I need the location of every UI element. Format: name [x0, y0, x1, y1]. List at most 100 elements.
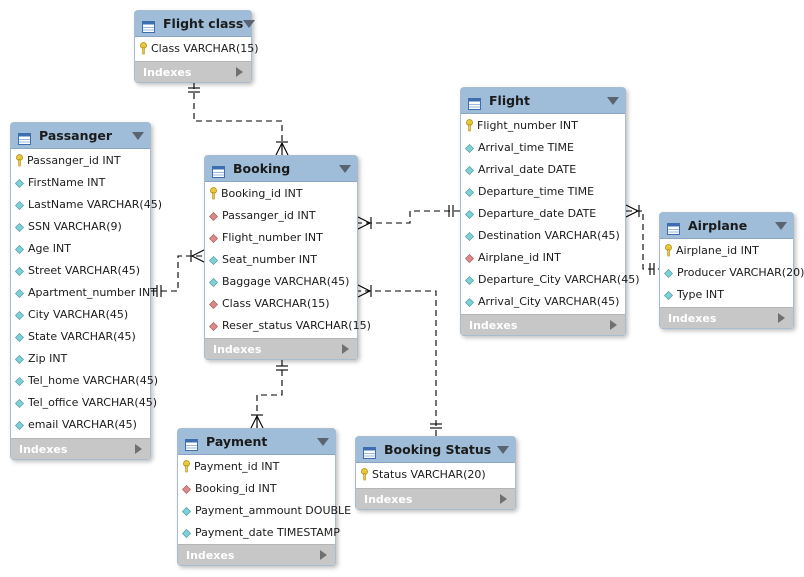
collapse-arrow-icon[interactable]	[497, 445, 509, 454]
collapse-arrow-icon[interactable]	[775, 221, 787, 230]
column-diamond-icon	[465, 165, 474, 175]
table-header[interactable]: Flight class	[135, 11, 256, 37]
indexes-bar[interactable]: Indexes	[660, 307, 793, 328]
primary-key-icon	[209, 186, 218, 200]
indexes-bar[interactable]: Indexes	[205, 338, 357, 359]
foreign-key-diamond-icon	[209, 211, 218, 221]
column-row[interactable]: Flight_number INT	[461, 114, 625, 136]
column-diamond-icon	[209, 277, 218, 287]
table-header[interactable]: Booking	[205, 156, 357, 182]
expand-arrow-icon[interactable]	[236, 67, 243, 77]
column-row[interactable]: Booking_id INT	[205, 182, 357, 204]
column-row[interactable]: SSN VARCHAR(9)	[11, 215, 150, 237]
column-label: Booking_id INT	[195, 481, 277, 495]
column-diamond-icon	[15, 310, 24, 320]
column-row[interactable]: Street VARCHAR(45)	[11, 259, 150, 281]
column-label: Flight_number INT	[477, 118, 578, 132]
column-row[interactable]: Departure_time TIME	[461, 180, 625, 202]
indexes-bar[interactable]: Indexes	[356, 488, 515, 509]
column-row[interactable]: State VARCHAR(45)	[11, 325, 150, 347]
column-row[interactable]: Seat_number INT	[205, 248, 357, 270]
indexes-bar[interactable]: Indexes	[461, 314, 625, 335]
column-row[interactable]: Passanger_id INT	[205, 204, 357, 226]
collapse-arrow-icon[interactable]	[607, 96, 619, 105]
column-row[interactable]: LastName VARCHAR(45)	[11, 193, 162, 215]
column-row[interactable]: Passanger_id INT	[11, 149, 150, 171]
expand-arrow-icon[interactable]	[778, 313, 785, 323]
column-diamond-icon	[465, 209, 474, 219]
column-row[interactable]: Class VARCHAR(15)	[135, 37, 259, 59]
column-diamond-icon	[15, 288, 24, 298]
column-label: FirstName INT	[28, 175, 106, 189]
collapse-arrow-icon[interactable]	[317, 437, 329, 446]
column-row[interactable]: Type INT	[660, 283, 793, 305]
expand-arrow-icon[interactable]	[320, 550, 327, 560]
collapse-arrow-icon[interactable]	[243, 19, 256, 28]
primary-key-icon	[182, 459, 191, 473]
rel-booking-payment	[256, 360, 283, 428]
column-row[interactable]: Destination VARCHAR(45)	[461, 224, 625, 246]
column-row[interactable]: Booking_id INT	[178, 477, 335, 499]
table-header[interactable]: Flight	[461, 88, 625, 114]
column-row[interactable]: Reser_status VARCHAR(15)	[205, 314, 371, 336]
expand-arrow-icon[interactable]	[610, 320, 617, 330]
column-label: Arrival_date DATE	[478, 162, 577, 176]
column-diamond-icon	[465, 187, 474, 197]
indexes-bar[interactable]: Indexes	[135, 61, 251, 82]
indexes-label: Indexes	[364, 492, 413, 506]
indexes-bar[interactable]: Indexes	[178, 544, 335, 565]
column-row[interactable]: Arrival_time TIME	[461, 136, 625, 158]
table-icon	[363, 444, 376, 459]
column-row[interactable]: Arrival_date DATE	[461, 158, 625, 180]
foreign-key-diamond-icon	[209, 321, 218, 331]
column-label: Payment_ammount DOUBLE	[195, 503, 352, 517]
table-title: Flight class	[163, 16, 244, 31]
column-row[interactable]: Apartment_number INT	[11, 281, 157, 303]
column-label: Status VARCHAR(20)	[372, 467, 486, 481]
column-diamond-icon	[15, 222, 24, 232]
table-header[interactable]: Airplane	[660, 213, 793, 239]
table-title: Airplane	[688, 218, 748, 233]
column-row[interactable]: email VARCHAR(45)	[11, 413, 150, 435]
column-row[interactable]: Producer VARCHAR(20)	[660, 261, 804, 283]
expand-arrow-icon[interactable]	[500, 494, 507, 504]
column-label: Departure_date DATE	[478, 206, 597, 220]
collapse-arrow-icon[interactable]	[339, 164, 351, 173]
column-row[interactable]: Payment_ammount DOUBLE	[178, 499, 351, 521]
column-row[interactable]: Flight_number INT	[205, 226, 357, 248]
rel-flight-booking	[358, 210, 460, 224]
column-row[interactable]: Class VARCHAR(15)	[205, 292, 357, 314]
table-header[interactable]: Payment	[178, 429, 335, 455]
column-row[interactable]: Age INT	[11, 237, 150, 259]
indexes-bar[interactable]: Indexes	[11, 438, 150, 459]
expand-arrow-icon[interactable]	[135, 444, 142, 454]
column-row[interactable]: Airplane_id INT	[461, 246, 625, 268]
column-row[interactable]: Tel_office VARCHAR(45)	[11, 391, 157, 413]
table-header[interactable]: Booking Status	[356, 437, 515, 463]
column-diamond-icon	[465, 297, 474, 307]
column-row[interactable]: Airplane_id INT	[660, 239, 793, 261]
column-row[interactable]: City VARCHAR(45)	[11, 303, 150, 325]
column-row[interactable]: Baggage VARCHAR(45)	[205, 270, 357, 292]
column-row[interactable]: Status VARCHAR(20)	[356, 463, 515, 485]
expand-arrow-icon[interactable]	[342, 344, 349, 354]
column-row[interactable]: Zip INT	[11, 347, 150, 369]
table-icon	[468, 95, 481, 110]
indexes-label: Indexes	[19, 442, 68, 456]
column-row[interactable]: Payment_id INT	[178, 455, 335, 477]
column-row[interactable]: Tel_home VARCHAR(45)	[11, 369, 158, 391]
column-row[interactable]: Arrival_City VARCHAR(45)	[461, 290, 625, 312]
column-row[interactable]: Departure_date DATE	[461, 202, 625, 224]
column-row[interactable]: Payment_date TIMESTAMP	[178, 521, 340, 543]
column-row[interactable]: Departure_City VARCHAR(45)	[461, 268, 640, 290]
table-header[interactable]: Passanger	[11, 123, 150, 149]
column-row[interactable]: FirstName INT	[11, 171, 150, 193]
collapse-arrow-icon[interactable]	[132, 131, 144, 140]
